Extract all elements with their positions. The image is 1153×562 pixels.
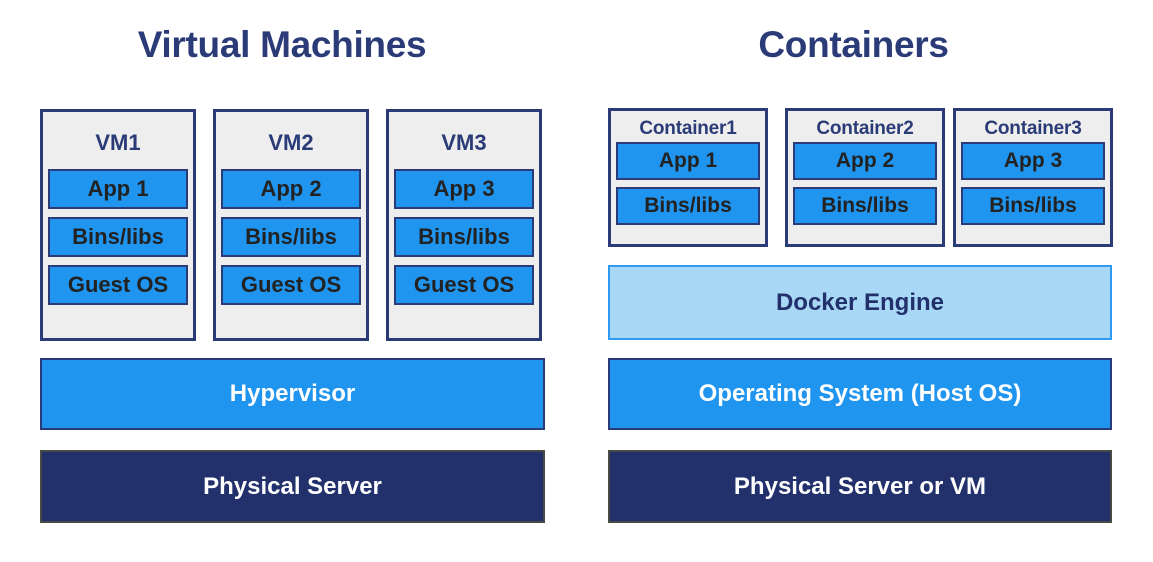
container-unit-2-label: Container2 <box>816 118 914 139</box>
hypervisor-layer: Hypervisor <box>40 358 545 430</box>
container-unit-3-label: Container3 <box>984 118 1082 139</box>
vm-unit-1-guest-os-cell: Guest OS <box>48 265 188 305</box>
container-unit-1-binslibs-cell: Bins/libs <box>616 187 760 225</box>
container-unit-2-binslibs-cell: Bins/libs <box>793 187 937 225</box>
container-unit-1-app-cell: App 1 <box>616 142 760 180</box>
vm-unit-3-binslibs-cell: Bins/libs <box>394 217 534 257</box>
vm-unit-2-label: VM2 <box>268 130 314 155</box>
vm-unit-3: VM3 App 3 Bins/libs Guest OS <box>386 109 542 341</box>
vm-unit-3-guest-os-cell: Guest OS <box>394 265 534 305</box>
container-unit-3: Container3 App 3 Bins/libs <box>953 108 1113 247</box>
vm-unit-3-app-cell: App 3 <box>394 169 534 209</box>
virtual-machines-title: Virtual Machines <box>137 24 427 65</box>
virtual-machines-panel: Virtual Machines VM1 App 1 Bins/libs Gue… <box>40 24 545 523</box>
containers-title: Containers <box>758 24 949 65</box>
container-unit-3-binslibs-cell: Bins/libs <box>961 187 1105 225</box>
physical-server-or-vm-layer: Physical Server or VM <box>608 450 1112 523</box>
container-unit-3-app-cell: App 3 <box>961 142 1105 180</box>
vm-unit-1: VM1 App 1 Bins/libs Guest OS <box>40 109 196 341</box>
container-unit-2-app-cell: App 2 <box>793 142 937 180</box>
physical-server-layer: Physical Server <box>40 450 545 523</box>
vm-unit-2-guest-os-cell: Guest OS <box>221 265 361 305</box>
vm-unit-1-app-cell: App 1 <box>48 169 188 209</box>
container-unit-1-label: Container1 <box>639 118 737 139</box>
container-unit-1: Container1 App 1 Bins/libs <box>608 108 768 247</box>
vm-unit-2-app-cell: App 2 <box>221 169 361 209</box>
containers-panel: Containers <box>580 0 1153 562</box>
vm-unit-1-label: VM1 <box>95 130 141 155</box>
vm-unit-2: VM2 App 2 Bins/libs Guest OS <box>213 109 369 341</box>
vm-unit-3-label: VM3 <box>441 130 487 155</box>
vm-unit-1-binslibs-cell: Bins/libs <box>48 217 188 257</box>
operating-system-host-os-layer: Operating System (Host OS) <box>608 358 1112 430</box>
vm-unit-2-binslibs-cell: Bins/libs <box>221 217 361 257</box>
container-unit-2: Container2 App 2 Bins/libs <box>785 108 945 247</box>
docker-engine-layer: Docker Engine <box>608 265 1112 340</box>
